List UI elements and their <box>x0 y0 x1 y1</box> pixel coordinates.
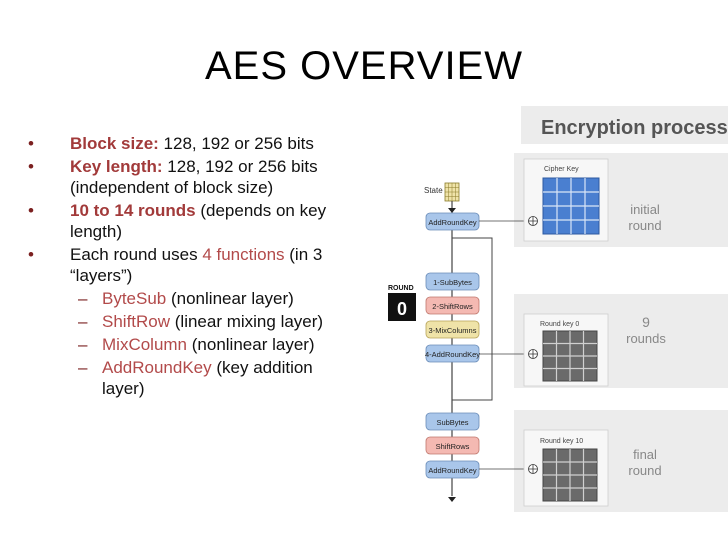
subbytes-label: 1-SubBytes <box>433 278 472 287</box>
subbullet-marker: – <box>78 312 88 331</box>
final-subbytes-box <box>425 412 480 431</box>
subbullet-mixcolumn: – MixColumn (nonlinear layer) <box>26 334 346 355</box>
final-addroundkey-label: AddRoundKey <box>428 466 477 475</box>
aes-encryption-diagram: Encryption process State AddRoundKey ROU… <box>388 106 728 512</box>
final-addroundkey-box <box>425 460 480 479</box>
phase-initial-line1: initial <box>630 202 660 217</box>
subbullet-marker: – <box>78 289 88 308</box>
subbullet-addroundkey: – AddRoundKey (key addition layer) <box>26 357 346 399</box>
subbullet-highlight: AddRoundKey <box>102 358 212 377</box>
mixcolumns-box <box>425 320 480 339</box>
round-counter <box>388 293 416 321</box>
shiftrows-box <box>425 296 480 315</box>
loop-line <box>452 237 493 401</box>
subbullet-text: (nonlinear layer) <box>166 289 294 308</box>
phase-rounds-line1: 9 <box>642 314 650 330</box>
subbullet-shiftrow: – ShiftRow (linear mixing layer) <box>26 311 346 332</box>
bullet-pre: Each round uses <box>70 245 203 264</box>
subbullet-highlight: ByteSub <box>102 289 167 308</box>
state-label: State <box>424 186 443 195</box>
subbullet-text: (nonlinear layer) <box>187 335 315 354</box>
addroundkey-label: 4-AddRoundKey <box>425 350 480 359</box>
bullet-text: 128, 192 or 256 bits (independent of blo… <box>70 157 318 197</box>
round-label: ROUND <box>388 285 414 292</box>
phase-initial-line2: round <box>628 218 661 233</box>
subbullet-text: (key addition layer) <box>102 358 313 398</box>
bullet-key-length: • Key length: 128, 192 or 256 bits (inde… <box>26 156 346 198</box>
bullet-marker: • <box>28 157 34 176</box>
bullet-marker: • <box>28 134 34 153</box>
bullet-label: Block size: <box>70 134 159 153</box>
bullet-label: 10 to 14 rounds <box>70 201 196 220</box>
final-shiftrows-box <box>425 436 480 455</box>
initial-addroundkey-box <box>425 212 480 231</box>
bullet-text: (in 3 “layers”) <box>70 245 323 285</box>
round-key-10-label: Round key 10 <box>540 438 583 445</box>
shiftrows-label: 2-ShiftRows <box>432 302 473 311</box>
phase-rounds-line2: rounds <box>626 331 666 346</box>
bullet-marker: • <box>28 245 34 264</box>
phase-final-line2: round <box>628 463 661 478</box>
subbullet-marker: – <box>78 335 88 354</box>
mixcolumns-label: 3-MixColumns <box>429 326 477 335</box>
final-shiftrows-label: ShiftRows <box>436 442 470 451</box>
bullet-text: 128, 192 or 256 bits <box>158 134 314 153</box>
subbytes-box <box>425 272 480 291</box>
subbullet-highlight: MixColumn <box>102 335 188 354</box>
bullet-functions: • Each round uses 4 functions (in 3 “lay… <box>26 244 346 286</box>
addroundkey-box <box>425 344 480 363</box>
output-arrow <box>448 497 456 502</box>
round-number: 0 <box>397 299 407 319</box>
bullet-list: • Block size: 128, 192 or 256 bits • Key… <box>26 133 346 401</box>
slide-title: AES OVERVIEW <box>204 44 523 88</box>
subbullet-text: (linear mixing layer) <box>170 312 324 331</box>
cipher-key-label: Cipher Key <box>544 166 579 173</box>
round-key-0-label: Round key 0 <box>540 321 579 328</box>
bullet-text: (depends on key length) <box>70 201 327 241</box>
final-subbytes-label: SubBytes <box>436 418 468 427</box>
initial-addroundkey-label: AddRoundKey <box>428 218 477 227</box>
subbullet-bytesub: – ByteSub (nonlinear layer) <box>26 288 346 309</box>
bullet-block-size: • Block size: 128, 192 or 256 bits <box>26 133 346 154</box>
bullet-rounds: • 10 to 14 rounds (depends on key length… <box>26 200 346 242</box>
subbullet-marker: – <box>78 358 88 377</box>
subbullet-highlight: ShiftRow <box>102 312 171 331</box>
diagram-heading: Encryption process <box>541 117 728 139</box>
phase-final-line1: final <box>633 447 657 462</box>
bullet-label: Key length: <box>70 157 163 176</box>
bullet-marker: • <box>28 201 34 220</box>
heading-band <box>521 106 728 144</box>
bullet-highlight: 4 functions <box>202 245 285 264</box>
